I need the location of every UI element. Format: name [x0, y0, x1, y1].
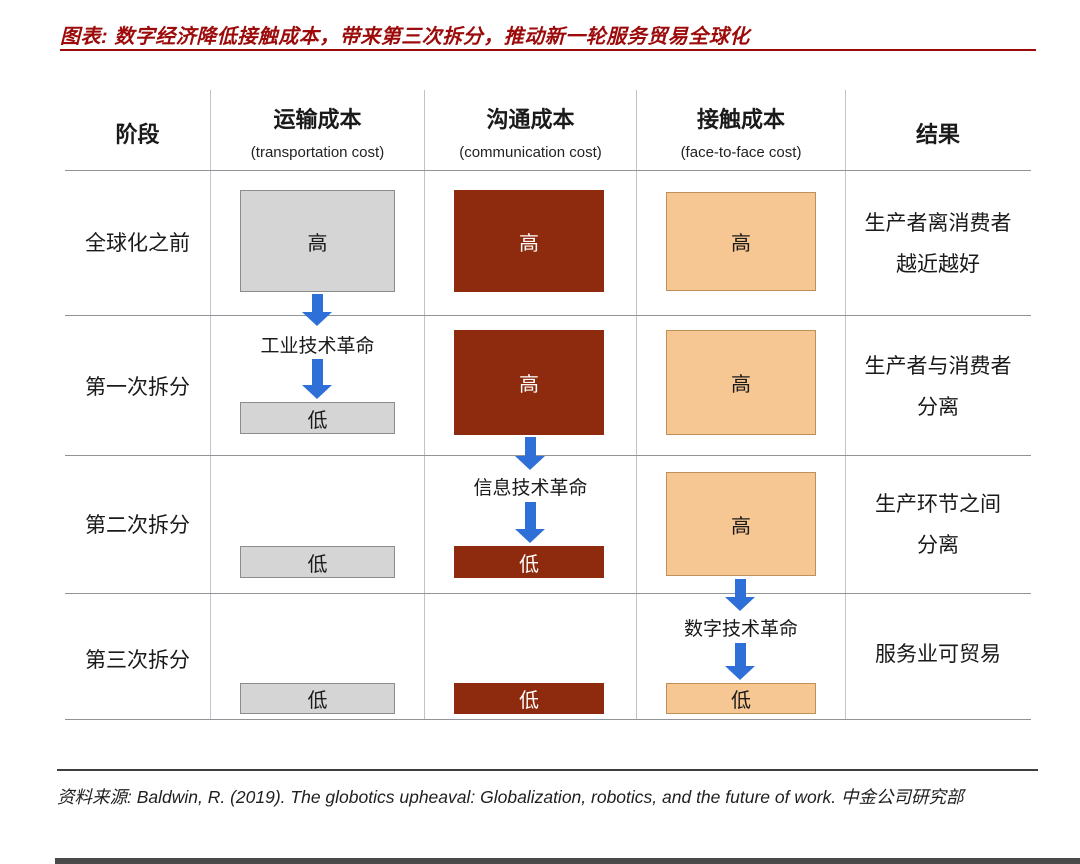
result-line: 越近越好	[896, 253, 980, 276]
result-line: 分离	[917, 396, 959, 419]
header-divider	[65, 170, 1031, 171]
down-arrow-icon	[515, 502, 545, 543]
revolution-label-industrial: 工业技术革命	[260, 336, 375, 357]
stage-label-row4: 第三次拆分	[85, 649, 190, 672]
cost-level-label: 低	[307, 690, 328, 712]
cost-box-face-row3: 高	[666, 472, 816, 576]
arrow-head	[302, 385, 332, 399]
cost-level-label: 低	[307, 409, 328, 432]
arrow-head	[725, 597, 755, 611]
header-stage: 阶段	[115, 122, 160, 147]
header-face-zh: 接触成本	[696, 107, 785, 132]
title-rule	[60, 49, 1036, 51]
col-divider-3	[636, 90, 637, 719]
table-bottom-divider	[65, 719, 1031, 720]
arrow-head	[302, 312, 332, 326]
down-arrow-icon	[302, 359, 332, 399]
result-row1: 生产者离消费者 越近越好	[845, 203, 1031, 285]
source-text: 资料来源: Baldwin, R. (2019). The globotics …	[57, 787, 964, 807]
cost-box-face-row4: 低	[666, 683, 816, 714]
cost-box-transport-row1: 高	[240, 190, 395, 292]
header-face-en: (face-to-face cost)	[680, 144, 802, 161]
chart-title: 图表: 数字经济降低接触成本，带来第三次拆分，推动新一轮服务贸易全球化	[60, 26, 750, 48]
down-arrow-icon	[725, 643, 755, 680]
header-communication-zh: 沟通成本	[486, 107, 575, 132]
arrow-shaft	[524, 437, 536, 456]
cost-level-label: 低	[731, 690, 751, 712]
result-line: 生产环节之间	[875, 493, 1001, 516]
result-row3: 生产环节之间 分离	[845, 484, 1031, 566]
result-line: 生产者离消费者	[864, 212, 1012, 235]
header-transport-en: (transportation cost)	[250, 144, 385, 161]
cost-box-face-row1: 高	[666, 192, 816, 291]
arrow-head	[515, 456, 545, 470]
cost-level-label: 高	[519, 232, 539, 255]
stage-label-row2: 第一次拆分	[85, 376, 190, 399]
arrow-shaft	[734, 579, 746, 597]
cost-level-label: 高	[731, 515, 751, 538]
cost-box-communication-row4: 低	[454, 683, 604, 714]
result-line: 分离	[917, 534, 959, 557]
cost-level-label: 高	[731, 374, 751, 396]
cost-box-communication-row2: 高	[454, 330, 604, 435]
bottom-bar	[55, 858, 1080, 864]
result-line: 服务业可贸易	[875, 643, 1001, 666]
result-line: 生产者与消费者	[864, 355, 1012, 378]
stage-label-row3: 第二次拆分	[85, 514, 190, 537]
arrow-shaft	[311, 359, 323, 385]
revolution-label-information: 信息技术革命	[473, 478, 588, 499]
revolution-label-digital: 数字技术革命	[683, 619, 798, 640]
header-communication-en: (communication cost)	[459, 144, 602, 161]
stage-label-row1: 全球化之前	[85, 232, 190, 255]
cost-level-label: 高	[731, 233, 751, 255]
down-arrow-icon	[302, 294, 332, 326]
header-transport-zh: 运输成本	[273, 107, 362, 132]
cost-level-label: 低	[307, 553, 328, 576]
arrow-shaft	[524, 502, 536, 529]
arrow-shaft	[311, 294, 323, 312]
cost-box-transport-row3: 低	[240, 546, 395, 578]
arrow-shaft	[734, 643, 746, 666]
col-divider-4	[845, 90, 846, 719]
col-divider-1	[210, 90, 211, 719]
cost-box-communication-row3: 低	[454, 546, 604, 578]
cost-box-transport-row2: 低	[240, 402, 395, 434]
cost-level-label: 高	[307, 232, 328, 255]
down-arrow-icon	[725, 579, 755, 611]
cost-box-transport-row4: 低	[240, 683, 395, 714]
result-row4: 服务业可贸易	[845, 634, 1031, 675]
cost-level-label: 低	[519, 690, 539, 712]
col-divider-2	[424, 90, 425, 719]
row-divider-1	[65, 315, 1031, 316]
cost-level-label: 高	[519, 374, 539, 396]
cost-box-communication-row1: 高	[454, 190, 604, 292]
header-result: 结果	[915, 122, 960, 147]
row-divider-2	[65, 455, 1031, 456]
cost-level-label: 低	[519, 553, 539, 576]
arrow-head	[725, 666, 755, 680]
result-row2: 生产者与消费者 分离	[845, 346, 1031, 428]
cost-box-face-row2: 高	[666, 330, 816, 435]
source-divider	[57, 769, 1038, 771]
row-divider-3	[65, 593, 1031, 594]
arrow-head	[515, 529, 545, 543]
down-arrow-icon	[515, 437, 545, 470]
